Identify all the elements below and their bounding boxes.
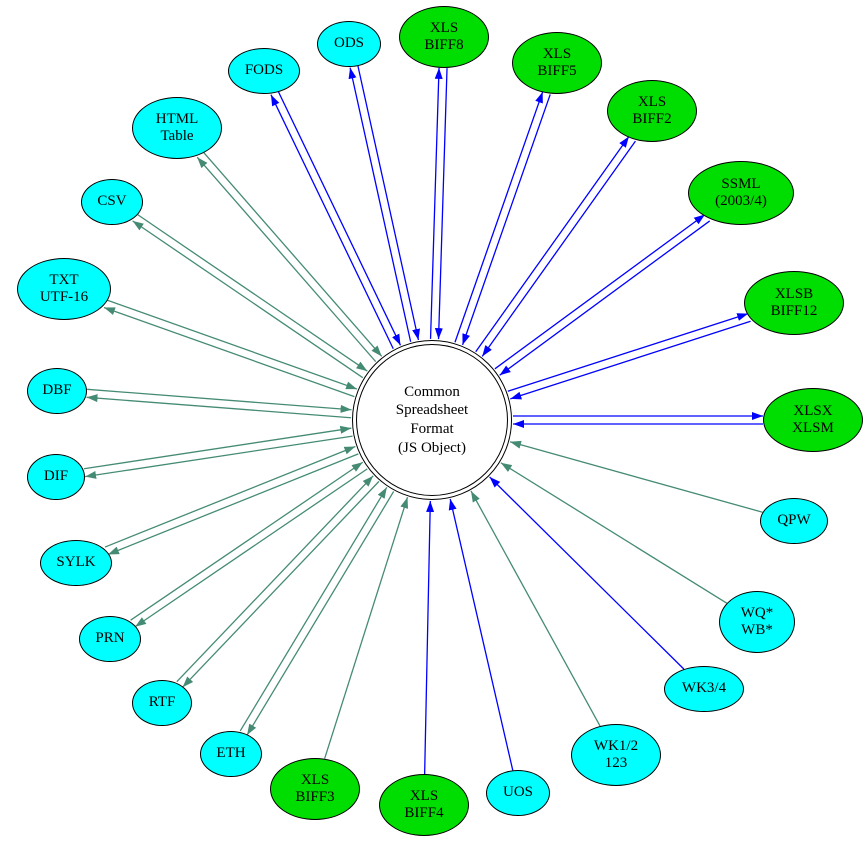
format-node-xlsb: XLSB BIFF12 [744,271,844,335]
edge-read-txt-utf16 [106,299,358,390]
edge-read-ods [357,65,420,341]
edge-write-dbf [86,394,351,419]
edge-read-xls-biff5 [461,94,551,346]
format-node-qpw: QPW [760,498,828,544]
format-node-prn: PRN [79,616,141,662]
edge-write-dif [84,435,353,479]
edge-read-csv [136,213,368,372]
format-node-txt-utf16: TXT UTF-16 [17,258,111,320]
format-node-dif: DIF [27,454,85,500]
edge-read-html-table [202,151,383,357]
format-node-ods: ODS [317,21,381,67]
edge-read-fods [277,90,402,346]
center-node-label: Common Spreadsheet Format (JS Object) [395,383,469,456]
format-node-html-table: HTML Table [132,97,222,159]
edge-read-xls-biff3 [323,497,409,759]
edge-read-dif [83,425,352,470]
edge-write-rtf [182,480,380,688]
edge-read-wq-wb [500,462,728,604]
format-node-wk34: WK3/4 [664,666,744,712]
edge-read-xls-biff4 [423,500,435,775]
format-node-fods: FODS [228,48,300,94]
edge-read-uos [448,498,514,771]
edge-write-sylk [107,453,359,556]
format-node-rtf: RTF [132,680,192,726]
center-node: Common Spreadsheet Format (JS Object) [352,340,512,500]
format-node-xls-biff2: XLS BIFF2 [607,80,697,142]
format-node-sylk: SYLK [40,540,112,586]
edge-read-sylk [104,445,356,548]
format-node-wk12-123: WK1/2 123 [571,724,661,786]
edge-write-prn [134,468,368,628]
format-node-xls-biff8: XLS BIFF8 [399,6,489,68]
edge-read-prn [130,461,364,621]
edge-read-qpw [509,440,763,513]
edge-write-html-table [196,156,377,363]
format-node-xlsx: XLSX XLSM [763,388,863,452]
format-node-xls-biff3: XLS BIFF3 [270,758,360,820]
edge-write-xls-biff8 [429,67,443,339]
edge-write-csv [132,220,364,379]
format-node-csv: CSV [81,179,143,225]
edge-write-xls-biff2 [475,136,630,353]
format-node-uos: UOS [486,770,550,816]
format-node-ssml: SSML (2003/4) [688,161,794,225]
format-node-wq-wb: WQ* WB* [719,591,795,653]
edge-write-txt-utf16 [103,306,355,398]
edge-write-xlsb [507,313,749,392]
edge-read-eth [239,487,388,732]
edge-write-fods [270,94,394,350]
edge-read-wk34 [489,476,685,670]
format-node-eth: ETH [200,731,262,777]
edge-read-dbf [87,388,352,413]
edge-write-xls-biff5 [454,91,544,343]
edge-write-eth [246,491,395,736]
format-node-xls-biff4: XLS BIFF4 [379,774,469,836]
center-node-ring: Common Spreadsheet Format (JS Object) [356,344,508,496]
edge-read-xlsb [510,320,751,400]
format-node-dbf: DBF [27,368,87,414]
edge-read-rtf [176,475,374,683]
edge-read-ssml [499,220,711,376]
edge-read-wk12-123 [470,490,601,727]
edge-write-ods [348,67,412,342]
format-node-xls-biff5: XLS BIFF5 [512,32,602,94]
edge-read-xls-biff8 [434,68,448,340]
edge-write-ssml [494,213,706,370]
edge-read-xls-biff2 [481,140,636,357]
